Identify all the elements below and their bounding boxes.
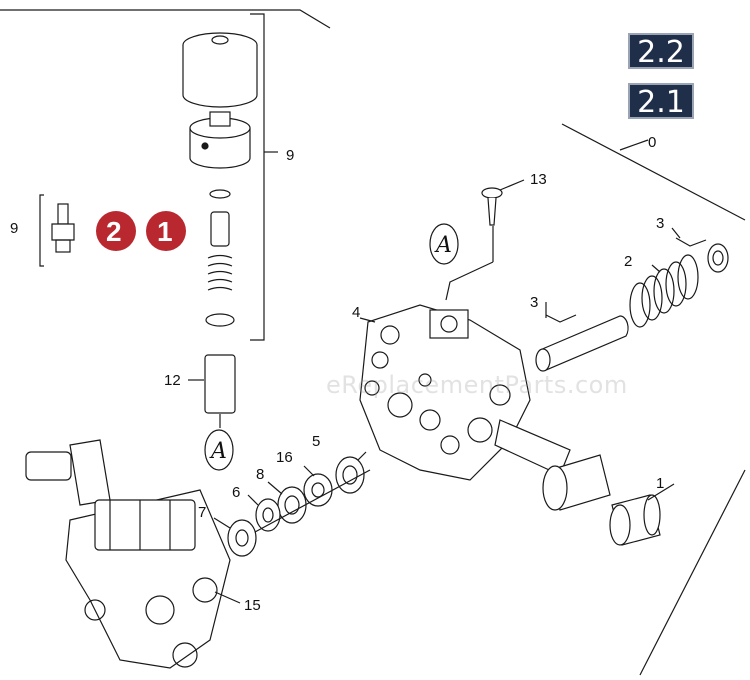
seal-5 bbox=[335, 451, 367, 494]
reference-a-bottom-label: A bbox=[209, 439, 227, 464]
callout-1: 1 bbox=[656, 475, 664, 492]
reference-a-bottom: A bbox=[204, 429, 234, 471]
washer-6 bbox=[247, 494, 281, 532]
seal-7 bbox=[213, 517, 257, 557]
callout-9-group: 9 bbox=[286, 147, 294, 164]
badge-2-label: 2 bbox=[106, 216, 122, 247]
callout-16: 16 bbox=[276, 449, 293, 466]
callout-15: 15 bbox=[244, 597, 261, 614]
manifold-4 bbox=[359, 304, 531, 481]
valve-bracket bbox=[250, 13, 265, 341]
callout-6: 6 bbox=[232, 484, 240, 501]
callout-9-small: 9 bbox=[10, 220, 18, 237]
reference-a-top-label: A bbox=[434, 233, 452, 258]
frame-line-top bbox=[0, 9, 331, 29]
spring-2 bbox=[629, 254, 699, 328]
screw-13 bbox=[445, 179, 525, 301]
pump-body-15 bbox=[25, 439, 241, 669]
callout-8: 8 bbox=[256, 466, 264, 483]
valve-spring bbox=[207, 254, 233, 291]
small-valve-bracket bbox=[39, 194, 44, 267]
callout-7: 7 bbox=[198, 504, 206, 521]
nozzle-1 bbox=[609, 483, 675, 546]
callout-12: 12 bbox=[164, 372, 181, 389]
badge-1-label: 1 bbox=[157, 216, 173, 247]
callout-2: 2 bbox=[624, 253, 632, 270]
retainer-16 bbox=[303, 465, 333, 507]
valve-body bbox=[189, 111, 251, 169]
shaft bbox=[494, 419, 611, 511]
version-label-2-1[interactable]: 2.1 bbox=[628, 83, 694, 120]
frame-line-bottom bbox=[639, 469, 746, 676]
leader-0 bbox=[619, 139, 649, 151]
rod-3 bbox=[535, 302, 629, 372]
callout-4: 4 bbox=[352, 304, 360, 321]
o-ring-lower bbox=[205, 313, 235, 327]
reference-a-top: A bbox=[429, 223, 459, 265]
small-valve bbox=[51, 203, 75, 253]
callout-3-ring: 3 bbox=[656, 215, 664, 232]
callout-3-rod: 3 bbox=[530, 294, 538, 311]
valve-12 bbox=[204, 354, 236, 414]
ring-3-top bbox=[671, 227, 729, 273]
version-label-2-2[interactable]: 2.2 bbox=[628, 33, 694, 70]
watermark: eReplacementParts.com bbox=[326, 371, 628, 399]
callout-13: 13 bbox=[530, 171, 547, 188]
callout-5: 5 bbox=[312, 433, 320, 450]
o-ring-top bbox=[209, 189, 231, 199]
callout-0: 0 bbox=[648, 134, 656, 151]
assembly-axis bbox=[254, 469, 371, 533]
version-badge-1: 1 bbox=[146, 211, 186, 251]
valve-stem bbox=[210, 211, 230, 247]
version-badge-2: 2 bbox=[96, 211, 136, 251]
valve-cap bbox=[182, 32, 258, 108]
frame-line-right bbox=[561, 123, 746, 221]
